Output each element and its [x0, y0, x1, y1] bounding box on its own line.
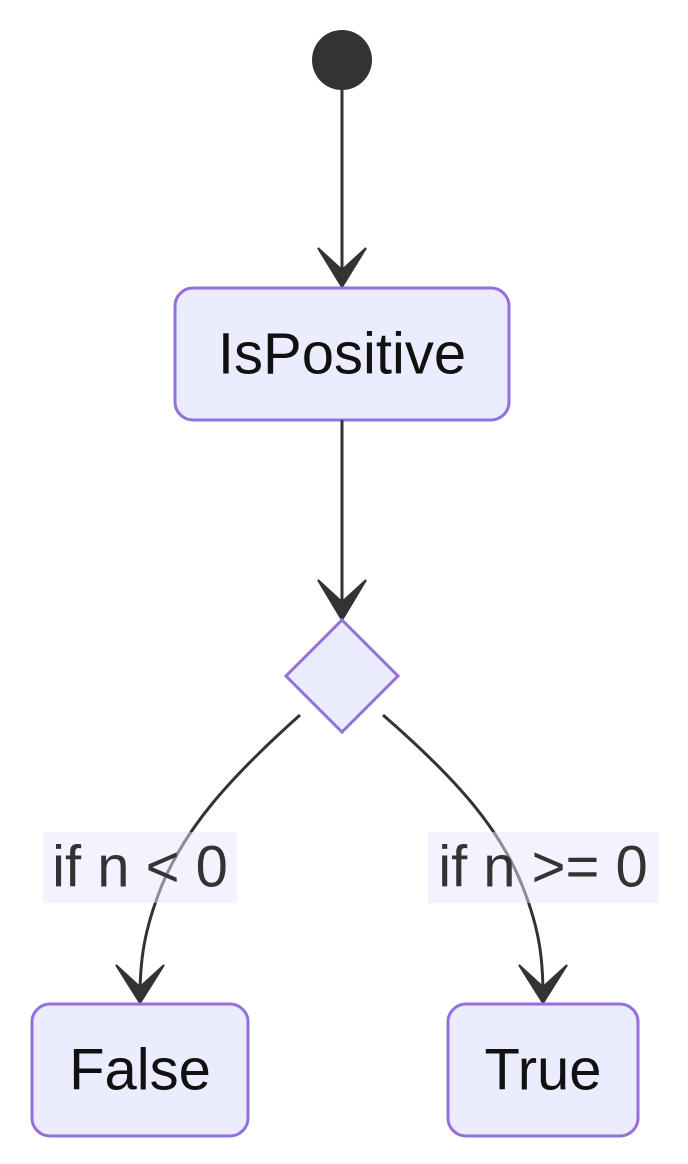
state-true[interactable]: True [446, 1002, 640, 1138]
start-state-marker [312, 30, 372, 90]
state-false-label: False [69, 1038, 211, 1103]
state-is-positive[interactable]: IsPositive [173, 286, 511, 422]
edge-ispositive-to-choice [317, 420, 367, 622]
edge-label-true-text: if n >= 0 [438, 835, 648, 900]
edge-label-false-text: if n < 0 [52, 835, 228, 900]
edge-start-to-ispositive [317, 90, 367, 289]
edge-label-true: if n >= 0 [428, 832, 659, 903]
state-false[interactable]: False [30, 1002, 250, 1138]
choice-diamond[interactable] [283, 617, 401, 735]
state-true-label: True [484, 1038, 601, 1103]
state-is-positive-label: IsPositive [218, 322, 466, 387]
edge-label-false: if n < 0 [43, 832, 237, 903]
